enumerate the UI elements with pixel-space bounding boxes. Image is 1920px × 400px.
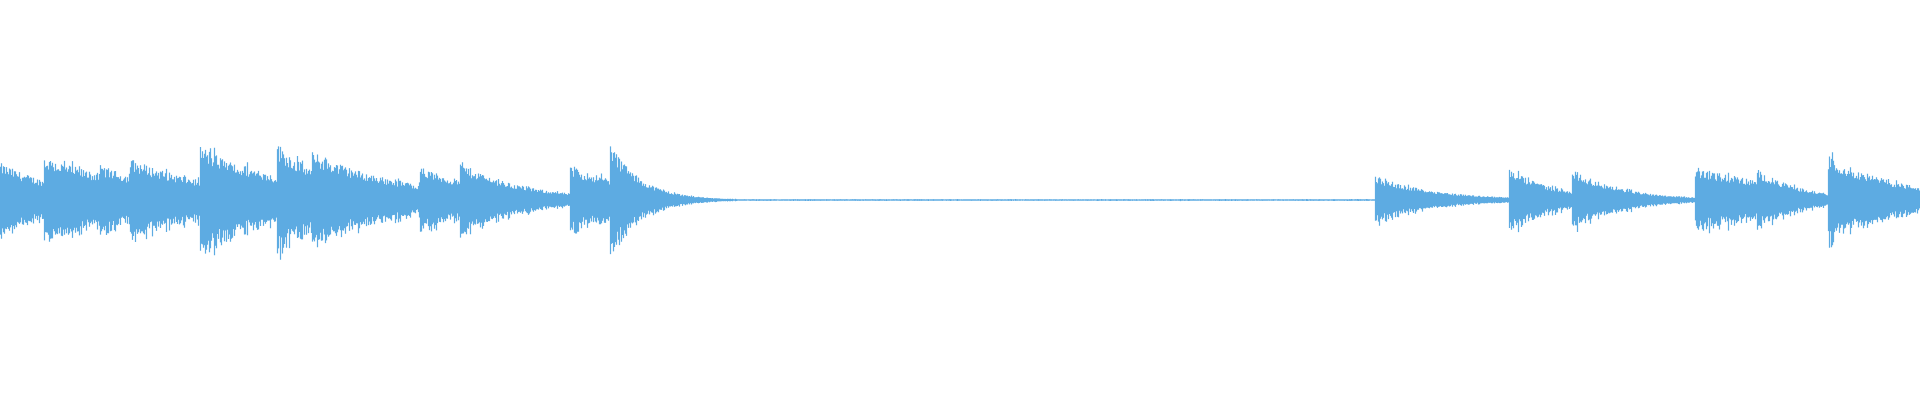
waveform-segments xyxy=(0,146,1920,260)
waveform-segment xyxy=(1571,171,1696,232)
waveform-segment xyxy=(1756,170,1829,230)
waveform-segment xyxy=(569,166,611,234)
waveform-segment xyxy=(276,146,313,260)
waveform-segment xyxy=(99,165,131,235)
waveform-segment xyxy=(311,152,421,248)
waveform-segment xyxy=(0,163,45,239)
waveform-segment xyxy=(459,162,571,238)
waveform-segment xyxy=(1374,176,1510,226)
waveform-segment xyxy=(1827,152,1920,248)
waveform-segment xyxy=(199,147,244,256)
waveform-segment xyxy=(419,168,461,232)
waveform-segment xyxy=(609,146,1376,255)
waveform-segment xyxy=(1508,169,1573,233)
waveform-segment xyxy=(242,162,278,236)
waveform-segment xyxy=(1694,167,1758,234)
waveform-segment xyxy=(129,160,201,242)
waveform-segment xyxy=(43,160,101,242)
